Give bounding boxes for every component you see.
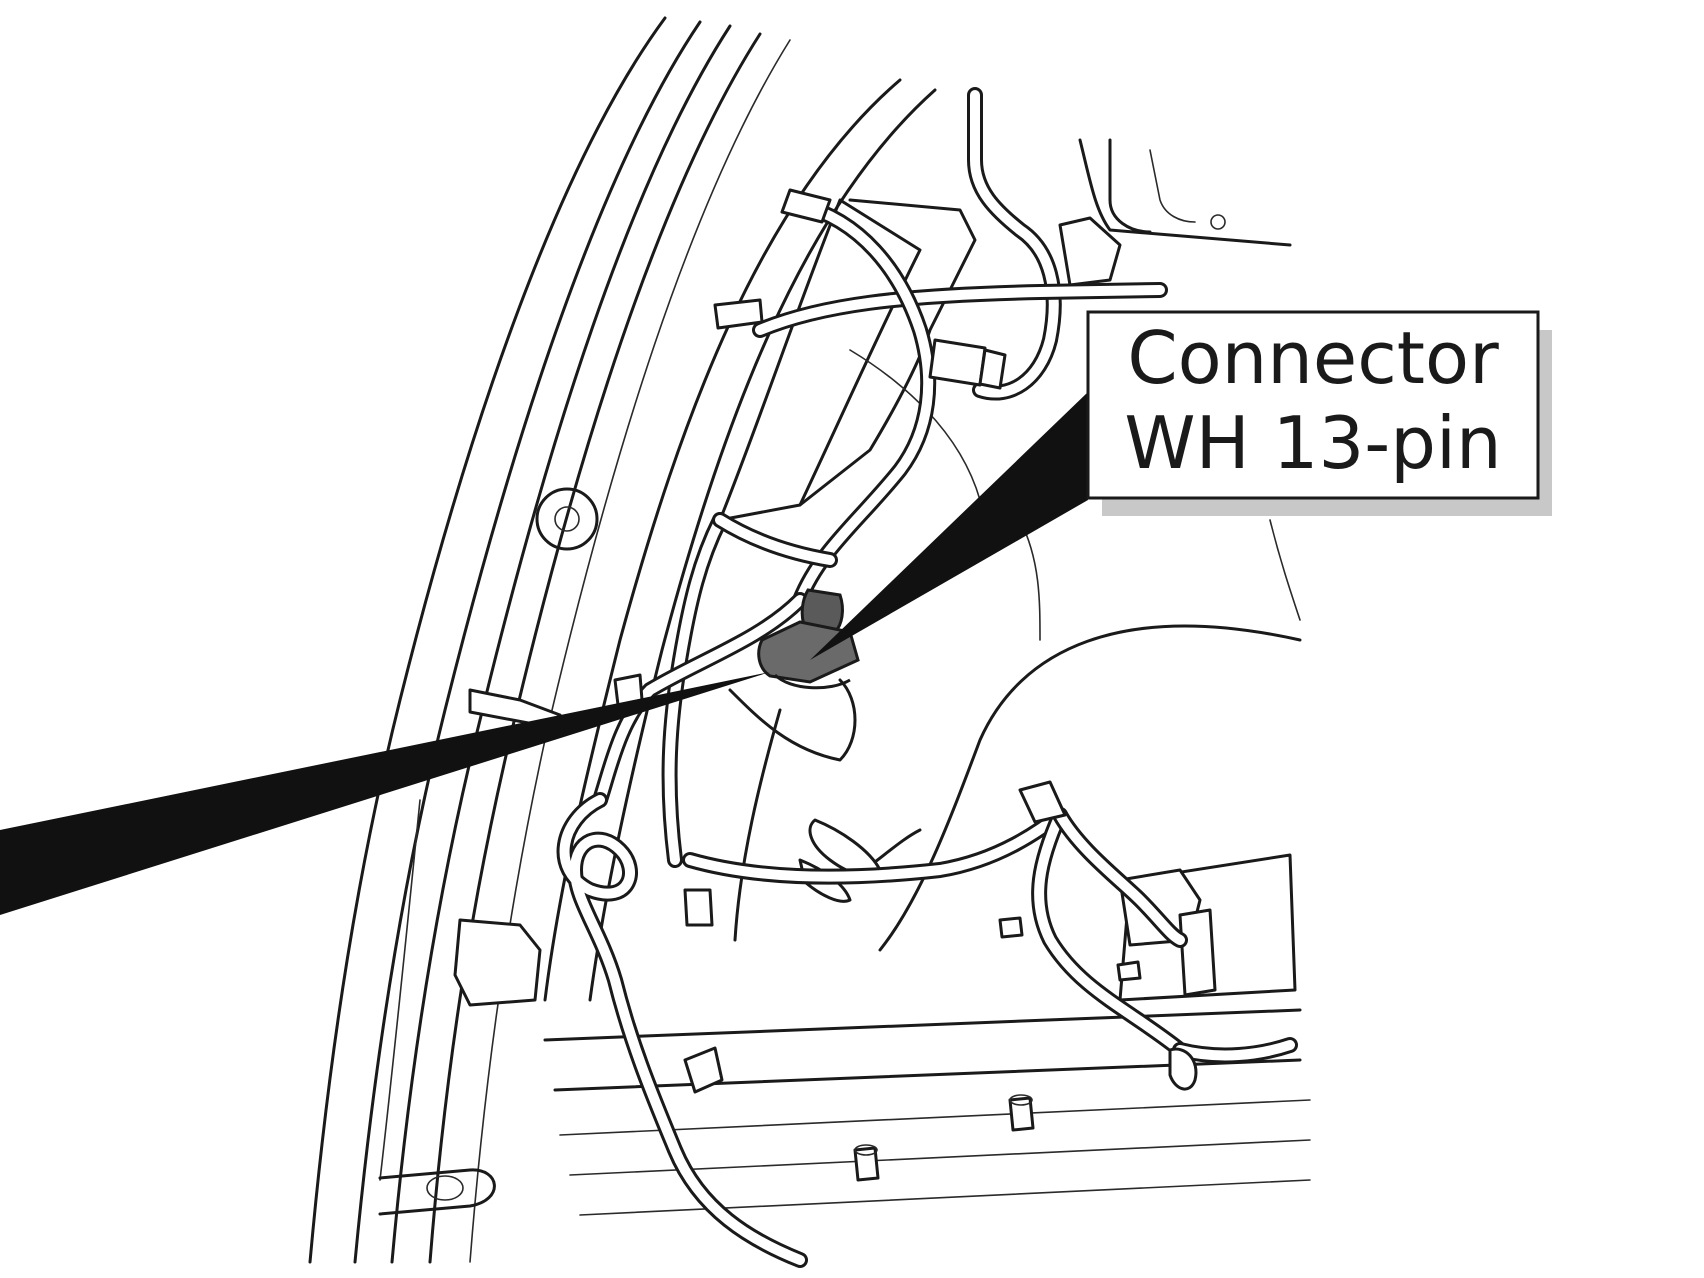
callout-box <box>1086 310 1540 500</box>
inner-panel <box>718 138 1302 952</box>
wiring-harness <box>556 87 1298 1268</box>
door-sill <box>543 853 1311 1216</box>
callout-label: Connector WH 13-pin <box>1086 310 1552 516</box>
harness-clips <box>613 188 1198 1094</box>
pillar-bracket <box>453 688 562 1007</box>
callout-line-1: Connector <box>1127 316 1499 400</box>
grommet <box>535 487 599 551</box>
connector-wh-13-pin <box>757 588 860 690</box>
callout-pointer <box>0 392 1088 915</box>
callout-line-2: WH 13-pin <box>1124 401 1501 485</box>
